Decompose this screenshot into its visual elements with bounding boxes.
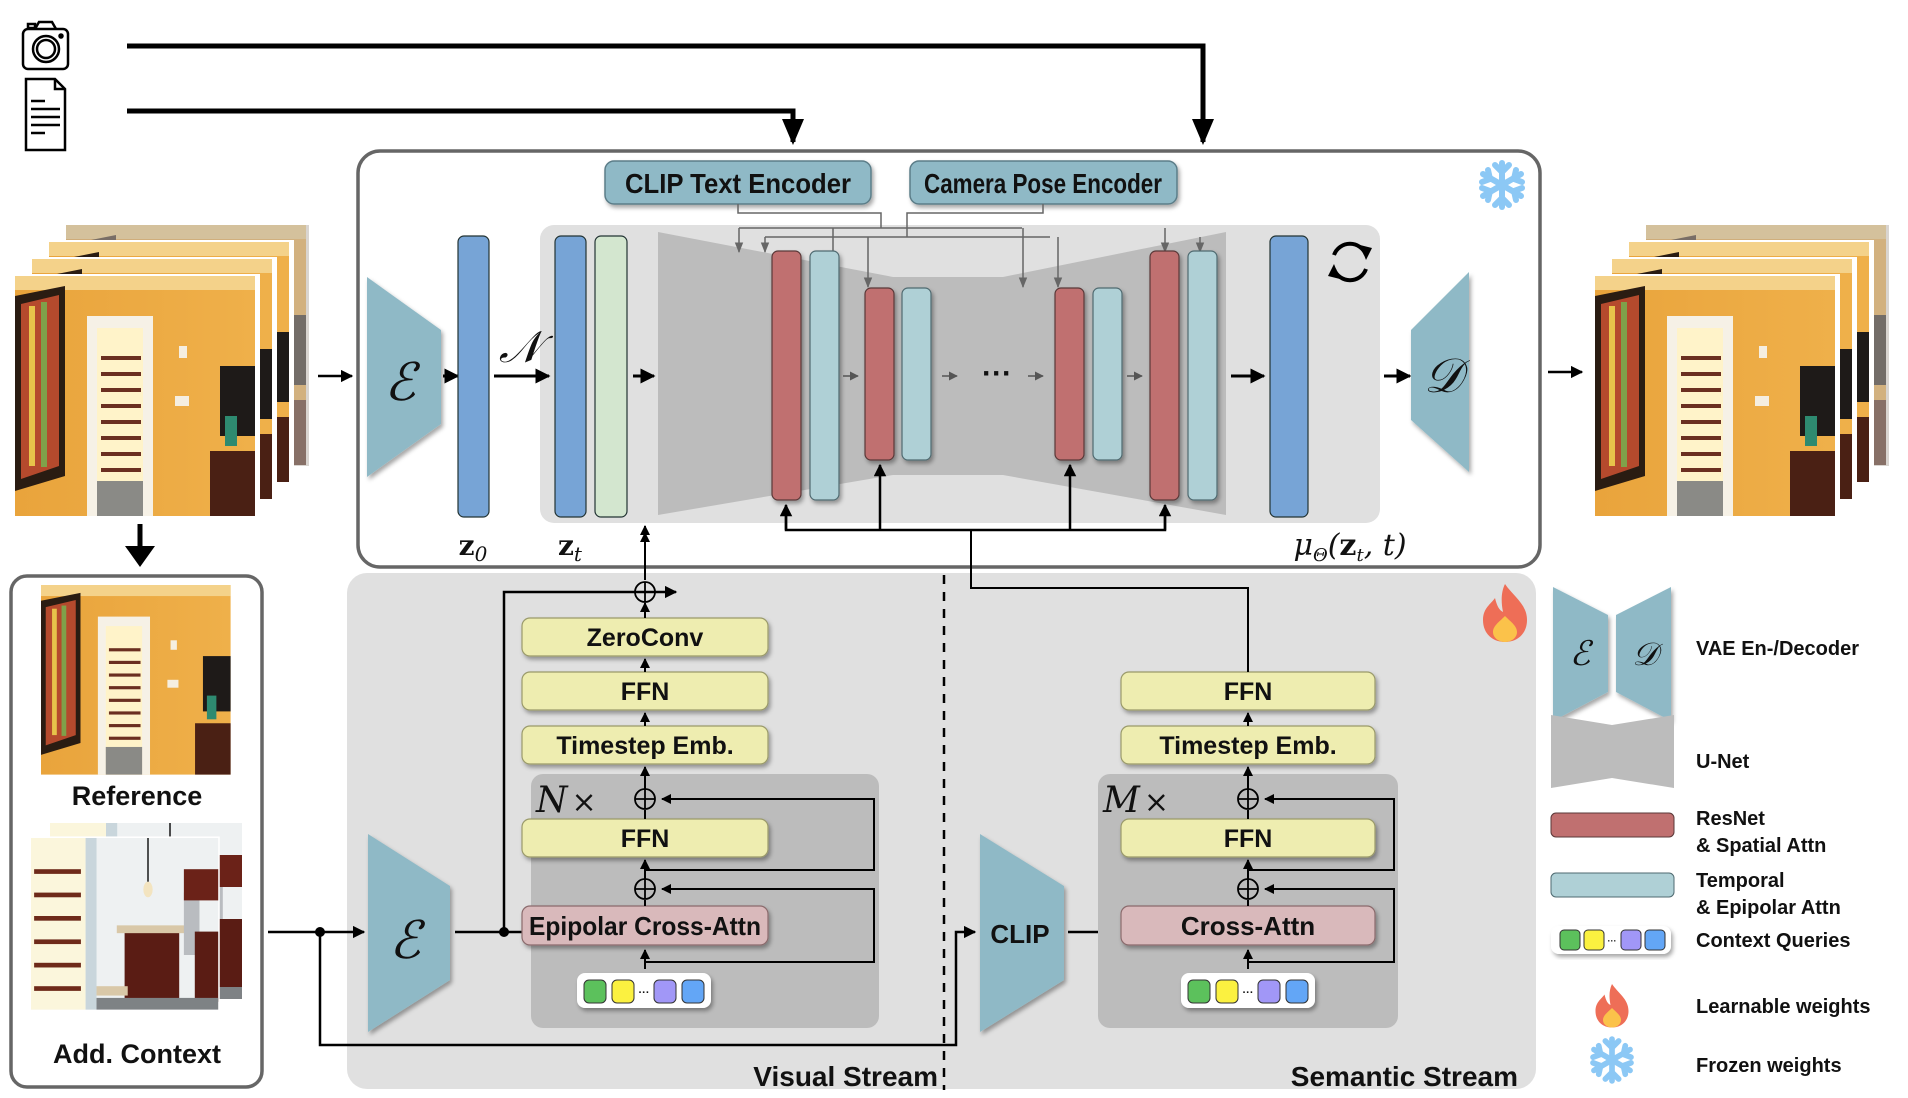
- reference-label: Reference: [72, 781, 203, 811]
- semantic-flow: [970, 530, 1395, 969]
- visual-context-queries: ···: [577, 973, 711, 1008]
- input-frames: [13, 224, 310, 519]
- semantic-sum-nodes: [1237, 788, 1259, 900]
- junction-dot: [315, 927, 325, 937]
- visual-stream-encoder: [368, 834, 450, 1032]
- semantic-ffn-label: FFN: [1224, 678, 1273, 706]
- semantic-inner-ffn-label: FFN: [1224, 825, 1273, 853]
- semantic-stream-title: Semantic Stream: [1291, 1061, 1518, 1092]
- output-latent-label: μΘ(zt, t): [1293, 528, 1406, 566]
- visual-blocks: [521, 617, 769, 946]
- temporal-block: [809, 250, 840, 501]
- svg-text:U-Net: U-Net: [1696, 751, 1750, 773]
- semantic-repeat-label: M×: [1102, 780, 1169, 821]
- context-label: Add. Context: [53, 1039, 221, 1069]
- svg-text:Context Queries: Context Queries: [1696, 930, 1850, 952]
- reference-image: [41, 585, 231, 775]
- visual-repeat-label: N×: [535, 780, 597, 821]
- epipolar-attn-label: Epipolar Cross-Attn: [529, 911, 761, 941]
- cross-attn-label: Cross-Attn: [1181, 911, 1315, 941]
- vae-encoder: [367, 277, 441, 477]
- semantic-to-unet-wiring: [779, 463, 1172, 532]
- semantic-context-queries: ···: [1181, 973, 1315, 1008]
- legend: ℰ 𝒟 VAE En-/Decoder U-Net ResNet & Spati…: [1550, 587, 1871, 1081]
- output-frames: [1593, 224, 1890, 519]
- clip-image-encoder: [980, 834, 1064, 1032]
- inner-ffn-label: FFN: [621, 825, 670, 853]
- clip-label: CLIP: [990, 919, 1049, 949]
- condition-latent: [594, 235, 628, 518]
- svg-text:Temporal: Temporal: [1696, 870, 1785, 892]
- temporal-block: [1092, 287, 1123, 461]
- svg-text:···: ···: [639, 987, 650, 999]
- latent-z0: [457, 235, 490, 518]
- ffn-label: FFN: [621, 678, 670, 706]
- output-latent: [1269, 235, 1309, 518]
- refresh-icon: [1328, 241, 1372, 283]
- sum-nodes: [634, 581, 656, 900]
- vae-encoder-decoder-icon: ℰ 𝒟: [1553, 587, 1671, 721]
- temporal-block: [1187, 250, 1218, 501]
- conditioning-wires: [734, 204, 1205, 289]
- zt-label: zt: [558, 529, 583, 566]
- unet-ellipsis: ···: [982, 357, 1012, 390]
- svg-text:Learnable weights: Learnable weights: [1696, 996, 1871, 1018]
- latent-zt: [554, 235, 587, 518]
- temporal-block: [901, 287, 932, 461]
- text-to-clip-encoder-line: [127, 108, 804, 145]
- svg-text:···: ···: [1608, 936, 1617, 946]
- semantic-timestep-label: Timestep Emb.: [1159, 732, 1336, 760]
- semantic-blocks: [1120, 671, 1376, 946]
- clip-text-encoder-label: CLIP Text Encoder: [625, 168, 851, 199]
- frames-to-context-arrow: [125, 524, 155, 567]
- resnet-block: [1054, 287, 1085, 461]
- vae-decoder: [1411, 272, 1469, 472]
- unet-blocks: [771, 250, 1218, 501]
- encoder-symbol: ℰ: [384, 353, 420, 413]
- unet-icon: [1551, 715, 1674, 788]
- resnet-block: [1149, 250, 1180, 501]
- fire-icon: [1595, 984, 1629, 1028]
- resnet-block-icon: [1550, 812, 1675, 838]
- resnet-block: [771, 250, 802, 501]
- document-icon: [24, 77, 67, 152]
- camera-icon: [21, 20, 70, 71]
- svg-text:ℰ: ℰ: [1570, 634, 1594, 674]
- camera-pose-encoder-label: Camera Pose Encoder: [924, 168, 1162, 199]
- timestep-emb-label: Timestep Emb.: [556, 732, 733, 760]
- z0-label: z0: [459, 529, 488, 566]
- resnet-block: [864, 287, 895, 461]
- svg-text:···: ···: [1243, 987, 1254, 999]
- svg-text:Frozen weights: Frozen weights: [1696, 1055, 1842, 1077]
- temporal-block-icon: [1550, 872, 1675, 898]
- junction-dot: [499, 927, 509, 937]
- visual-stream-title: Visual Stream: [753, 1061, 938, 1092]
- visual-encoder-symbol: ℰ: [389, 911, 425, 971]
- svg-text:ResNet: ResNet: [1696, 808, 1765, 830]
- context-image-front: [29, 836, 220, 1012]
- svg-text:& Epipolar Attn: & Epipolar Attn: [1696, 897, 1841, 919]
- snowflake-icon: [1593, 1039, 1631, 1081]
- context-queries-icon: ···: [1551, 926, 1671, 954]
- zeroconv-label: ZeroConv: [587, 624, 704, 652]
- camera-to-pose-encoder-line: [127, 43, 1214, 145]
- svg-text:VAE En-/Decoder: VAE En-/Decoder: [1696, 638, 1859, 660]
- svg-text:& Spatial Attn: & Spatial Attn: [1696, 835, 1826, 857]
